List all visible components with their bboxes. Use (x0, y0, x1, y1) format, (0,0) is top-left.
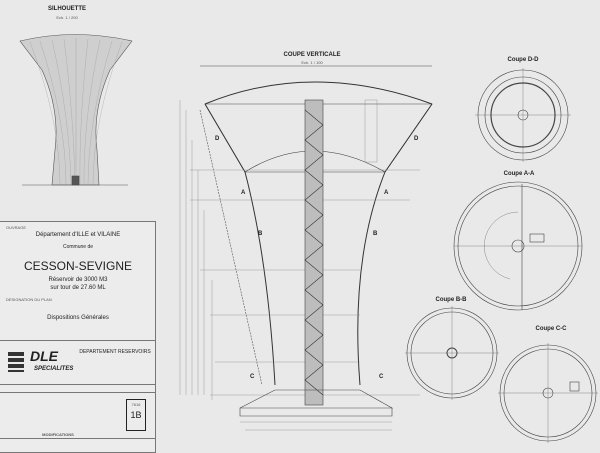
section-aa-title: Coupe A-A (503, 171, 535, 177)
tower-silhouette (19, 34, 133, 186)
section-marker-c-right: C (379, 374, 384, 380)
modifications-label: MODIFICATIONS (42, 432, 74, 437)
section-marker-b-left: B (258, 231, 263, 237)
ouvrage-label: OUVRAGE (6, 225, 27, 230)
vertical-section-scale: Ech. 1 / 100 (301, 60, 323, 65)
commune-label: Commune de (62, 244, 94, 250)
section-cc-title: Coupe C-C (535, 326, 567, 332)
section-marker-a-right: A (384, 190, 389, 196)
silhouette-scale: Ech. 1 / 200 (56, 15, 78, 20)
section-bb-title: Coupe B-B (435, 297, 467, 303)
section-marker-a-left: A (241, 190, 246, 196)
section-dd (475, 68, 571, 162)
silhouette-title: SILHOUETTE (47, 6, 87, 12)
title-block: OUVRAGE Département d'ILLE et VILAINE Co… (0, 221, 156, 453)
plan-index: 1B (130, 410, 142, 420)
company-sub: SPECIALITES (34, 366, 74, 372)
commune: CESSON-SEVIGNE (23, 259, 133, 273)
plan-code: 7616 (131, 402, 141, 407)
company-dept: DEPARTEMENT RESERVOIRS (79, 349, 151, 355)
designation-label: DESIGNATION DU PLAN (6, 297, 52, 302)
dle-logo-icon (8, 352, 24, 372)
vertical-section (179, 65, 433, 431)
designation: Dispositions Générales (47, 315, 109, 321)
section-cc (498, 343, 598, 443)
company-logo: DLE (30, 348, 58, 364)
section-bb (405, 306, 499, 400)
section-marker-c-left: C (250, 374, 255, 380)
reservoir: Réservoir de 3000 M3 (48, 277, 108, 283)
department: Département d'ILLE et VILAINE (35, 232, 121, 238)
section-marker-d-right: D (414, 136, 419, 142)
section-dd-title: Coupe D-D (507, 57, 539, 63)
section-marker-d-left: D (215, 136, 220, 142)
section-marker-b-right: B (373, 231, 378, 237)
vertical-section-title: COUPE VERTICALE (283, 52, 341, 58)
tower-height: sur tour de 27.60 ML (50, 285, 106, 291)
section-aa (453, 181, 583, 311)
